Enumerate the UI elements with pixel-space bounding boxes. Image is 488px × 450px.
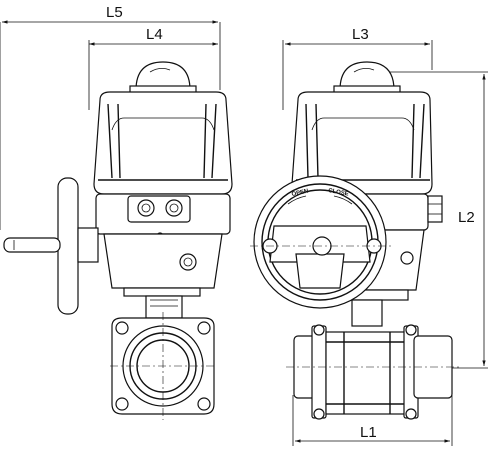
- handwheel-open-label: OPEN: [291, 189, 309, 198]
- dimension-l3: L3: [282, 26, 433, 110]
- dimension-label-l3: L3: [352, 26, 369, 43]
- handwheel-side-view: [3, 177, 99, 315]
- handwheel-front-view: OPEN CLOSE: [250, 175, 392, 309]
- dimension-l2: L2: [360, 71, 488, 369]
- dimension-l5: L5: [0, 4, 221, 230]
- dimension-label-l1: L1: [360, 424, 377, 441]
- dimension-l1: L1: [292, 395, 453, 446]
- dimension-label-l2: L2: [458, 209, 475, 226]
- front-view-valve-body: [110, 312, 216, 420]
- cable-gland-icon: [165, 199, 183, 217]
- side-view-valve-body: [286, 324, 460, 420]
- cable-gland-icon: [137, 199, 155, 217]
- dimension-l4: L4: [88, 26, 218, 110]
- handwheel-close-label: CLOSE: [328, 188, 349, 197]
- handwheel-crank-handle: [3, 237, 61, 253]
- dimension-label-l4: L4: [146, 26, 163, 43]
- front-view-actuator: [93, 61, 233, 319]
- dimension-label-l5: L5: [106, 4, 123, 21]
